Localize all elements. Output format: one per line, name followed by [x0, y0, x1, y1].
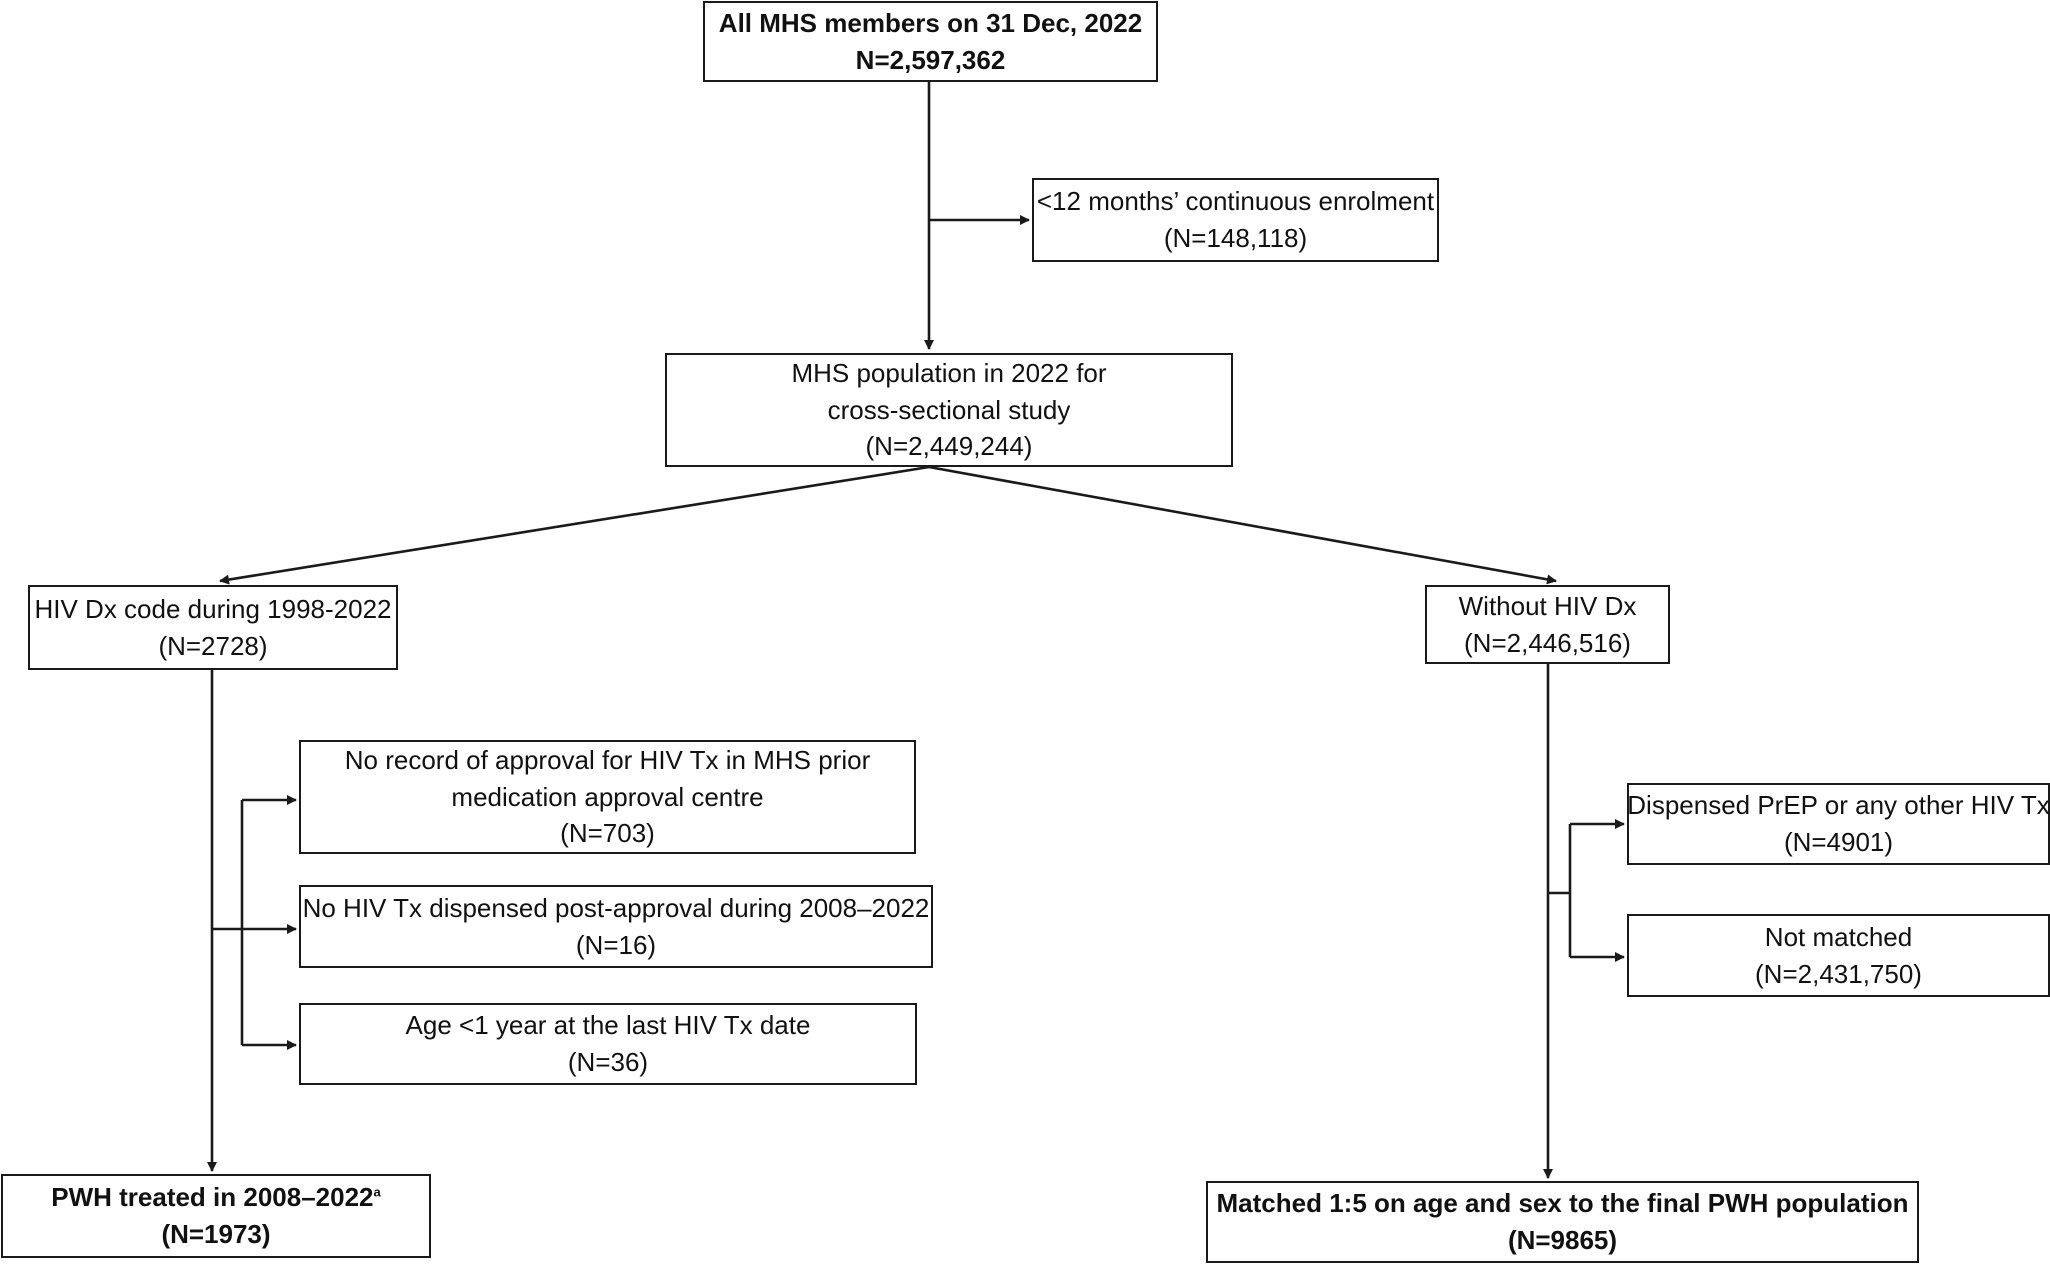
all-members-box: All MHS members on 31 Dec, 2022 N=2,597,… [703, 1, 1158, 82]
matched-count: (N=9865) [1507, 1225, 1618, 1255]
not-matched-count: (N=2,431,750) [1755, 958, 1922, 989]
no-dispensed-count: (N=16) [575, 929, 657, 960]
population-2022-line2: cross-sectional study [827, 394, 1071, 425]
enrolment-exclusion-label: <12 months’ continuous enrolment [1036, 186, 1435, 217]
without-hiv-count: (N=2,446,516) [1464, 627, 1631, 658]
hiv-dx-count: (N=2728) [158, 630, 268, 661]
population-2022-box: MHS population in 2022 for cross-section… [665, 353, 1233, 467]
pwh-treated-label: PWH treated in 2008–2022a [51, 1179, 381, 1216]
arrow-population-to-without-hiv [928, 465, 1557, 585]
without-hiv-box: Without HIV Dx (N=2,446,516) [1425, 585, 1670, 664]
enrolment-exclusion-box: <12 months’ continuous enrolment (N=148,… [1032, 178, 1439, 262]
hiv-dx-box: HIV Dx code during 1998-2022 (N=2728) [28, 585, 398, 670]
pwh-treated-title: PWH treated in 2008–2022 [51, 1182, 374, 1213]
matched-label: Matched 1:5 on age and sex to the final … [1216, 1188, 1909, 1219]
not-matched-label: Not matched [1764, 921, 1913, 952]
matched-box: Matched 1:5 on age and sex to the final … [1206, 1181, 1919, 1263]
no-approval-line2: medication approval centre [451, 781, 764, 812]
arrow-population-to-hiv-dx [219, 465, 930, 585]
all-members-title: All MHS members on 31 Dec, 2022 [718, 7, 1143, 38]
population-2022-count: (N=2,449,244) [865, 431, 1033, 462]
all-members-count: N=2,597,362 [855, 44, 1006, 75]
no-approval-line1: No record of approval for HIV Tx in MHS … [344, 744, 871, 775]
without-hiv-label: Without HIV Dx [1458, 590, 1637, 621]
age-under-1-box: Age <1 year at the last HIV Tx date (N=3… [299, 1003, 917, 1085]
no-dispensed-box: No HIV Tx dispensed post-approval during… [299, 885, 933, 968]
hiv-dx-label: HIV Dx code during 1998-2022 [34, 593, 392, 624]
age-under-1-count: (N=36) [567, 1047, 649, 1077]
no-approval-count: (N=703) [560, 818, 655, 849]
pwh-treated-count: (N=1973) [161, 1219, 271, 1249]
footnote-marker: a [373, 1184, 381, 1200]
no-approval-box: No record of approval for HIV Tx in MHS … [299, 740, 916, 854]
pwh-treated-box: PWH treated in 2008–2022a (N=1973) [1, 1174, 431, 1258]
population-2022-line1: MHS population in 2022 for [791, 357, 1107, 388]
not-matched-box: Not matched (N=2,431,750) [1627, 914, 2050, 997]
age-under-1-label: Age <1 year at the last HIV Tx date [405, 1010, 811, 1041]
prep-label: Dispensed PrEP or any other HIV Tx [1627, 790, 2050, 821]
prep-box: Dispensed PrEP or any other HIV Tx (N=49… [1627, 783, 2050, 865]
prep-count: (N=4901) [1783, 827, 1894, 857]
no-dispensed-label: No HIV Tx dispensed post-approval during… [302, 892, 930, 923]
enrolment-exclusion-count: (N=148,118) [1163, 223, 1308, 253]
